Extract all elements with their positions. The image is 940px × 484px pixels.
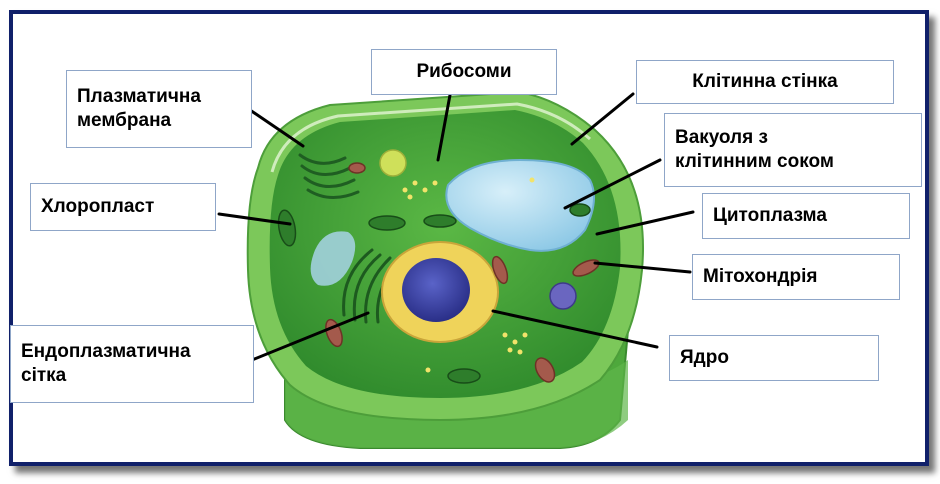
label-mitochondria: Мітохондрія (692, 254, 900, 300)
label-nucleus: Ядро (669, 335, 879, 381)
vacuole (445, 158, 595, 252)
plasma-membrane (270, 102, 592, 173)
vesicle (379, 149, 407, 177)
ribosomes-dots (402, 177, 535, 373)
label-er: Ендоплазматична сітка (10, 325, 254, 403)
small-vacuole (310, 231, 356, 286)
chloroplasts (277, 203, 591, 384)
purple-vesicle (549, 282, 577, 310)
label-vacuole: Вакуоля з клітинним соком (664, 113, 922, 187)
label-chloroplast: Хлоропласт (30, 183, 216, 231)
label-cell-wall: Клітинна стінка (636, 60, 894, 104)
label-cytoplasm: Цитоплазма (702, 193, 910, 239)
golgi-stack (298, 153, 360, 199)
nucleus (402, 258, 470, 322)
label-ribosomes: Рибосоми (371, 49, 557, 95)
label-plasma-membrane: Плазматична мембрана (66, 70, 252, 148)
pointer-lines (217, 92, 695, 362)
